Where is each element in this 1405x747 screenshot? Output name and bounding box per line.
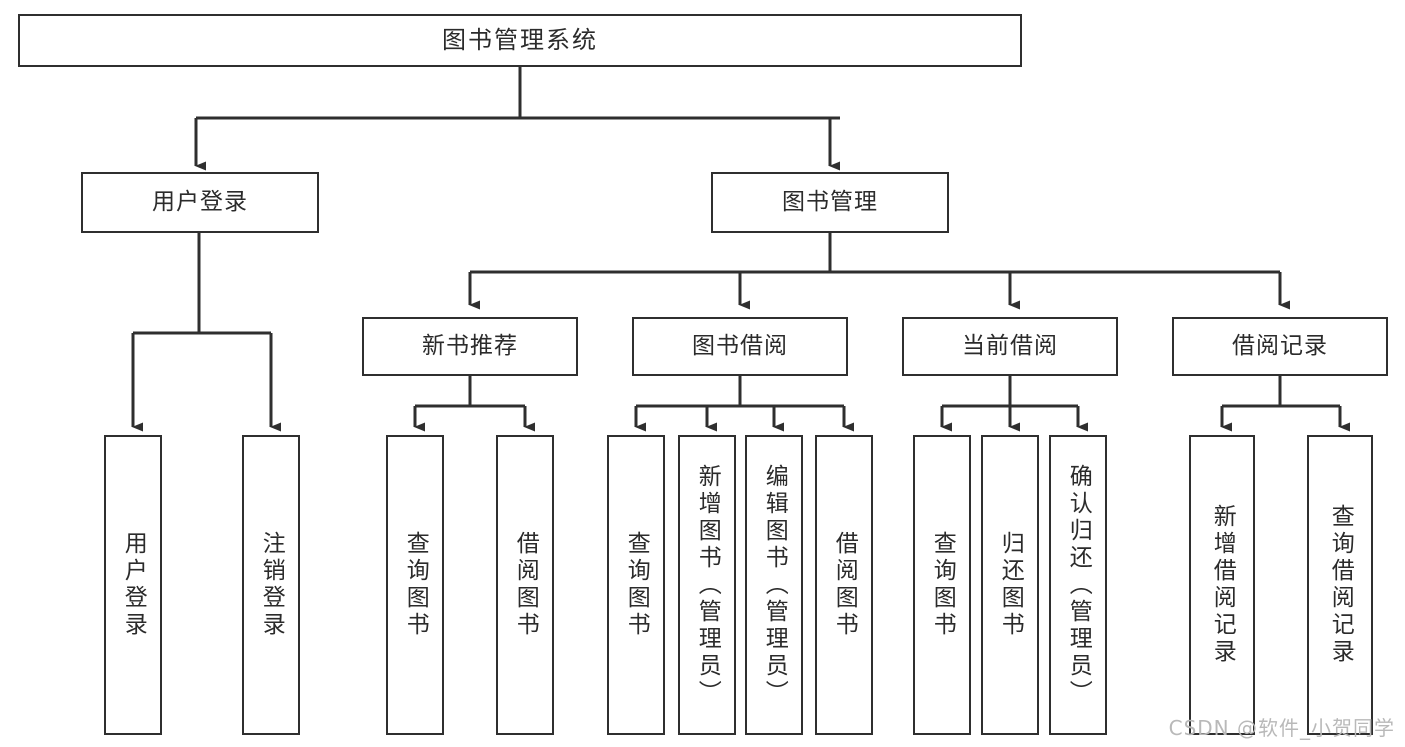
node-leaf-confirm-return-label: 确认归还（管理员） (1065, 463, 1092, 707)
node-leaf-add-record[interactable]: 新增借阅记录 (1189, 435, 1255, 735)
node-user-login-label: 用户登录 (152, 189, 248, 216)
node-leaf-user-login-label: 用户登录 (120, 531, 147, 639)
node-new-book-recommend[interactable]: 新书推荐 (362, 317, 578, 376)
node-borrow-record-label: 借阅记录 (1232, 333, 1328, 360)
node-current-borrow-label: 当前借阅 (962, 333, 1058, 360)
node-leaf-query-record[interactable]: 查询借阅记录 (1307, 435, 1373, 735)
node-new-book-recommend-label: 新书推荐 (422, 333, 518, 360)
node-leaf-confirm-return[interactable]: 确认归还（管理员） (1049, 435, 1107, 735)
node-leaf-edit-book[interactable]: 编辑图书（管理员） (745, 435, 803, 735)
node-leaf-borrow-book-1-label: 借阅图书 (512, 531, 539, 639)
node-root-label: 图书管理系统 (442, 25, 598, 54)
node-leaf-query-book-3[interactable]: 查询图书 (913, 435, 971, 735)
node-leaf-borrow-book-1[interactable]: 借阅图书 (496, 435, 554, 735)
node-current-borrow[interactable]: 当前借阅 (902, 317, 1118, 376)
node-leaf-user-logout[interactable]: 注销登录 (242, 435, 300, 735)
node-book-borrow-label: 图书借阅 (692, 333, 788, 360)
node-book-management-label: 图书管理 (782, 189, 878, 216)
node-leaf-add-record-label: 新增借阅记录 (1209, 504, 1236, 666)
node-borrow-record[interactable]: 借阅记录 (1172, 317, 1388, 376)
node-leaf-query-record-label: 查询借阅记录 (1327, 504, 1354, 666)
node-leaf-add-book[interactable]: 新增图书（管理员） (678, 435, 736, 735)
node-leaf-query-book-2-label: 查询图书 (623, 531, 650, 639)
node-book-borrow[interactable]: 图书借阅 (632, 317, 848, 376)
node-book-management[interactable]: 图书管理 (711, 172, 949, 233)
node-leaf-query-book-2[interactable]: 查询图书 (607, 435, 665, 735)
node-leaf-user-logout-label: 注销登录 (258, 531, 285, 639)
node-user-login[interactable]: 用户登录 (81, 172, 319, 233)
node-leaf-return-book[interactable]: 归还图书 (981, 435, 1039, 735)
node-leaf-return-book-label: 归还图书 (997, 531, 1024, 639)
node-leaf-borrow-book-2[interactable]: 借阅图书 (815, 435, 873, 735)
node-leaf-user-login[interactable]: 用户登录 (104, 435, 162, 735)
node-leaf-query-book-3-label: 查询图书 (929, 531, 956, 639)
node-root-book-management-system[interactable]: 图书管理系统 (18, 14, 1022, 67)
node-leaf-borrow-book-2-label: 借阅图书 (831, 531, 858, 639)
node-leaf-edit-book-label: 编辑图书（管理员） (761, 463, 788, 707)
csdn-watermark: CSDN @软件_小贺同学 (1168, 716, 1395, 740)
node-leaf-query-book-1-label: 查询图书 (402, 531, 429, 639)
node-leaf-query-book-1[interactable]: 查询图书 (386, 435, 444, 735)
node-leaf-add-book-label: 新增图书（管理员） (694, 463, 721, 707)
